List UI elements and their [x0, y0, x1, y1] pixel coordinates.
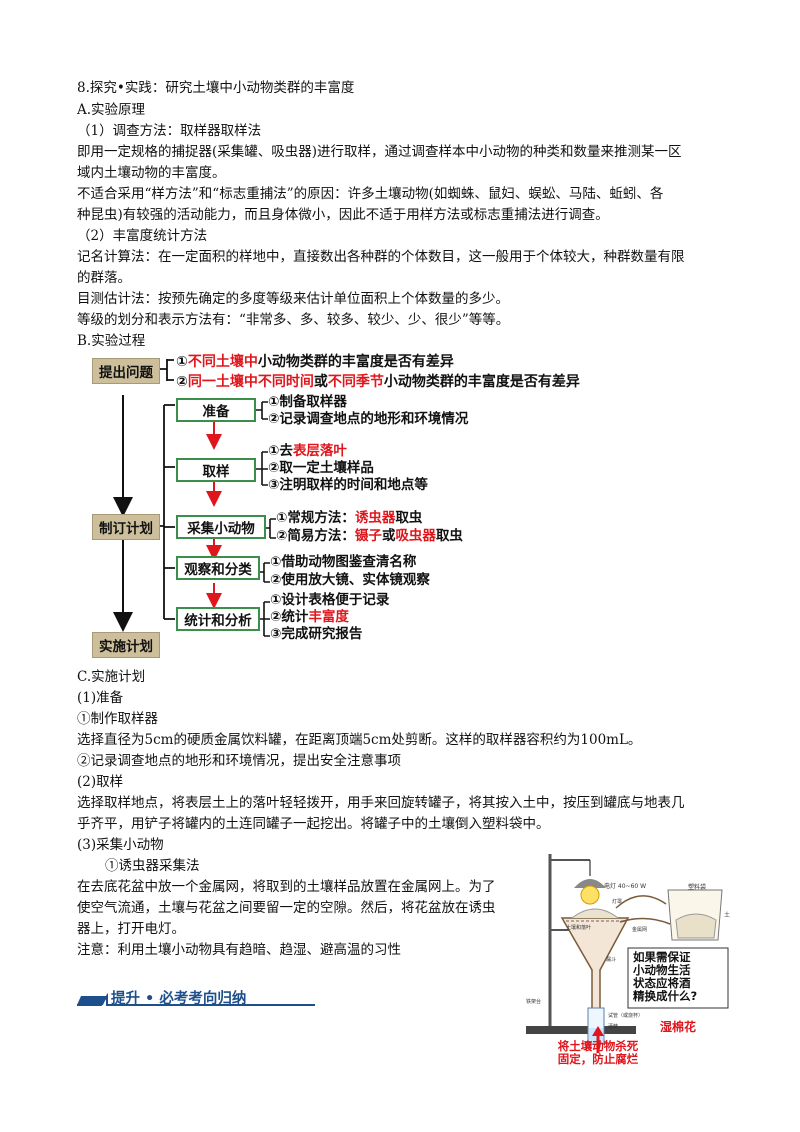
step-sampling-item: ②取一定土壤样品 — [268, 460, 374, 476]
stage-ask-question: 提出问题 — [92, 358, 160, 384]
bag-label: 塑料袋 — [688, 884, 707, 891]
paragraph-line: 即用一定规格的捕捉器(采集罐、吸虫器)进行取样，通过调查样本中小动物的种类和数量… — [77, 144, 682, 160]
step-prepare-item: ①制备取样器 — [268, 394, 347, 410]
step-prepare: 准备 — [176, 398, 256, 422]
step-stat-item: ③完成研究报告 — [270, 626, 363, 642]
subheading-sampling: (2)取样 — [77, 774, 124, 790]
paragraph-line: 选择取样地点，将表层土上的落叶轻轻拨开，用手来回旋转罐子，将其按入土中，按压到罐… — [77, 795, 685, 811]
step-stat-item: ②统计丰富度 — [270, 609, 349, 625]
step-observe-classify: 观察和分类 — [176, 556, 260, 580]
shade-label: 灯罩 — [612, 899, 623, 905]
tube-label: 试管（或烧杯） — [608, 1013, 644, 1019]
process-flowchart: 提出问题 制订计划 实施计划 ①不同土壤中小动物类群的丰富度是否有差异 ②同一土… — [92, 354, 612, 658]
banner-underline — [77, 992, 315, 1006]
step-collect-animals: 采集小动物 — [176, 515, 266, 539]
paragraph-line: 的群落。 — [77, 270, 131, 286]
callout-answer: 湿棉花 — [660, 1020, 697, 1034]
paragraph-line: 种昆虫)有较强的活动能力，而且身体微小，因此不适于用样方法或标志重捕法进行调查。 — [77, 207, 609, 223]
heading-process: B.实验过程 — [77, 333, 146, 349]
bottom-note: 将土壤动物杀死 固定，防止腐烂 — [557, 1039, 639, 1066]
banner-title: 提升 • 必考考向归纳 — [111, 991, 247, 1007]
step-sampling-item: ③注明取样的时间和地点等 — [268, 477, 428, 493]
stage-implement-plan: 实施计划 — [92, 632, 160, 658]
step-observe-item: ②使用放大镜、实体镜观察 — [270, 572, 430, 588]
step-observe-item: ①借助动物图鉴查清名称 — [270, 554, 417, 570]
note-line: 注意：利用土壤小动物具有趋暗、趋湿、避高温的习性 — [77, 942, 401, 958]
stage-make-plan: 制订计划 — [92, 514, 160, 540]
soil-leaves-label: 土壤和落叶 — [566, 925, 592, 931]
alcohol-label: 酒精 — [608, 1024, 619, 1030]
mesh-label: 金属网 — [632, 927, 648, 933]
subheading-method: （1）调查方法：取样器取样法 — [77, 123, 262, 139]
paragraph-line: 使空气流通，土壤与花盆之间要留一定的空隙。然后，将花盆放在诱虫 — [77, 900, 496, 916]
paragraph-line: 在去底花盆中放一个金属网，将取到的土壤样品放置在金属网上。为了 — [77, 879, 496, 895]
subheading-collect: (3)采集小动物 — [77, 837, 164, 853]
step-sampling: 取样 — [176, 458, 256, 482]
callout-question: 如果需保证 小动物生活 状态应将酒 精换成什么? — [633, 950, 698, 1003]
subheading-stat: （2）丰富度统计方法 — [77, 228, 208, 244]
item-trap-method: ①诱虫器采集法 — [105, 858, 200, 874]
paragraph-line: 器上，打开电灯。 — [77, 921, 185, 937]
item-record-site: ②记录调查地点的地形和环境情况，提出安全注意事项 — [77, 753, 401, 769]
step-collect-item: ②简易方法：镊子或吸虫器取虫 — [276, 528, 463, 544]
paragraph-line: 等级的划分和表示方法有：“非常多、多、较多、较少、少、很少”等等。 — [77, 312, 510, 328]
section-title: 8.探究•实践：研究土壤中小动物类群的丰富度 — [77, 80, 355, 96]
question-1: ①不同土壤中小动物类群的丰富度是否有差异 — [176, 354, 454, 370]
step-collect-item: ①常规方法：诱虫器取虫 — [276, 510, 423, 526]
paragraph-line: 目测估计法：按预先确定的多度等级来估计单位面积上个体数量的多少。 — [77, 291, 509, 307]
item-make-sampler: ①制作取样器 — [77, 711, 158, 727]
paragraph-line: 记名计算法：在一定面积的样地中，直接数出各种群的个体数目，这一般用于个体较大，种… — [77, 249, 685, 265]
section-banner: 提升 • 必考考向归纳 — [77, 988, 315, 1008]
subheading-prepare: (1)准备 — [77, 690, 124, 706]
paragraph-line: 域内土壤动物的丰富度。 — [77, 165, 226, 181]
step-stat-item: ①设计表格便于记录 — [270, 592, 390, 608]
flowchart-connectors — [113, 359, 276, 637]
paragraph-line: 乎齐平，用铲子将罐内的土连同罐子一起挖出。将罐子中的土壤倒入塑料袋中。 — [77, 816, 550, 832]
funnel-label: 漏斗 — [606, 957, 617, 963]
stand-label: 铁架台 — [526, 999, 542, 1005]
lamp-label: 电灯 40~60 W — [604, 883, 647, 890]
heading-principle: A.实验原理 — [77, 102, 146, 118]
question-2: ②同一土壤中不同时间或不同季节小动物类群的丰富度是否有差异 — [176, 374, 580, 390]
paragraph-line: 选择直径为5cm的硬质金属饮料罐，在距离顶端5cm处剪断。这样的取样器容积约为1… — [77, 732, 642, 748]
step-sampling-item: ①去表层落叶 — [268, 443, 347, 459]
step-statistics-analysis: 统计和分析 — [176, 607, 260, 631]
paragraph-line: 不适合采用“样方法”和“标志重捕法”的原因：许多土壤动物(如蜘蛛、鼠妇、蜈蚣、马… — [77, 186, 664, 202]
apparatus-drawing — [520, 848, 735, 1070]
heading-implementation: C.实施计划 — [77, 669, 146, 685]
soil-label: 土 — [724, 912, 731, 919]
berlese-funnel-figure: 电灯 40~60 W 塑料袋 土 灯罩 土壤和落叶 金属网 漏斗 铁架台 试管（… — [520, 848, 735, 1070]
step-prepare-item: ②记录调查地点的地形和环境情况 — [268, 411, 469, 427]
